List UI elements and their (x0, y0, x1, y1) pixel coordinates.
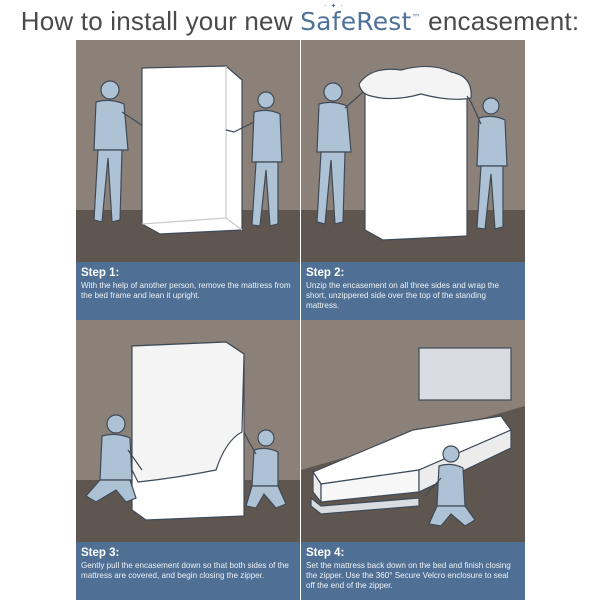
step-1-label: Step 1: (81, 267, 120, 279)
person-right-figure (225, 91, 283, 227)
brand-name: SafeRest (300, 7, 412, 36)
step-2-label: Step 2: (306, 267, 345, 279)
trademark-symbol: ™ (411, 13, 421, 24)
step-2-caption: Step 2: Unzip the encasement on all thre… (301, 262, 525, 320)
step-4-label: Step 4: (306, 547, 345, 559)
person-left-figure (316, 82, 372, 225)
step-4-panel: Step 4: Set the mattress back down on th… (301, 320, 525, 600)
encasement-cover (131, 341, 245, 483)
step-1-text: With the help of another person, remove … (81, 281, 291, 300)
step-4-text: Set the mattress back down on the bed an… (306, 561, 511, 590)
person-kneeling-figure (424, 445, 476, 527)
instruction-grid: Step 1: With the help of another person,… (76, 40, 525, 600)
mattress-with-encasement (131, 341, 245, 521)
person-right-figure (466, 95, 508, 230)
step-2-text: Unzip the encasement on all three sides … (306, 281, 500, 310)
person-kneeling-left-figure (85, 414, 143, 503)
step-3-caption: Step 3: Gently pull the encasement down … (76, 542, 300, 600)
title-prefix: How to install your new (20, 6, 301, 36)
person-kneeling-right-figure (243, 429, 287, 509)
page-title: How to install your new · ✦ ·SafeRest™ e… (0, 2, 600, 37)
step-3-panel: Step 3: Gently pull the encasement down … (76, 320, 300, 600)
step-1-caption: Step 1: With the help of another person,… (76, 262, 300, 320)
title-suffix: encasement: (420, 6, 580, 36)
step-1-illustration (76, 40, 300, 262)
step-2-panel: Step 2: Unzip the encasement on all thre… (301, 40, 525, 320)
step-1-panel: Step 1: With the help of another person,… (76, 40, 300, 320)
mattress-upright (141, 65, 243, 235)
step-3-label: Step 3: (81, 547, 120, 559)
step-4-illustration (301, 320, 525, 542)
encasement-top (358, 65, 472, 100)
stars-icon: · ✦ · (324, 2, 344, 10)
mattress-with-encasement (358, 65, 472, 241)
step-3-text: Gently pull the encasement down so that … (81, 561, 289, 580)
brand-logo: · ✦ ·SafeRest™ (300, 2, 421, 36)
bed-frame (310, 347, 512, 515)
step-2-illustration (301, 40, 525, 262)
step-3-illustration (76, 320, 300, 542)
step-4-caption: Step 4: Set the mattress back down on th… (301, 542, 525, 600)
